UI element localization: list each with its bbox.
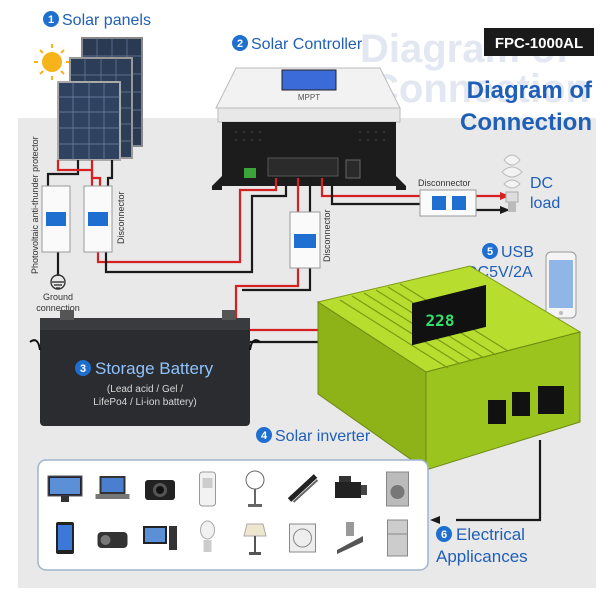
storage-battery xyxy=(29,310,261,426)
disconnector-mid xyxy=(289,211,321,269)
solar-controller: MPPT xyxy=(212,67,406,190)
solar-controller-text: Solar Controller xyxy=(251,36,363,53)
fan-icon xyxy=(245,470,265,507)
solar-inverter xyxy=(316,265,582,471)
pv-protector-label: Photovoltaic anti-thunder protector xyxy=(30,136,40,274)
dc-load-label-line2: load xyxy=(530,195,560,212)
controller-brand: MPPT xyxy=(298,93,320,102)
air-cooler-icon xyxy=(199,471,216,507)
inverter-display: 228 xyxy=(426,311,455,330)
disconnector-right xyxy=(419,189,477,217)
desktop-pc-icon xyxy=(143,526,177,550)
appliances-grid xyxy=(47,470,409,557)
disconnector-mid-label: Disconnector xyxy=(322,209,332,262)
model-badge-text: FPC-1000AL xyxy=(495,35,583,52)
ground-icon xyxy=(50,274,66,290)
storage-battery-number: 3 xyxy=(80,363,86,375)
camera-icon xyxy=(145,480,175,500)
usb-label-line1: USB xyxy=(501,244,534,261)
box-fan-icon xyxy=(289,523,316,553)
electrical-appliances-line1: Electrical xyxy=(456,525,525,544)
watermark-line2: Connection xyxy=(370,67,590,111)
refrigerator-icon xyxy=(387,519,408,557)
solar-panels-number: 1 xyxy=(48,14,54,26)
model-badge: FPC-1000AL xyxy=(484,28,594,56)
cfl-bulb-icon xyxy=(501,154,523,212)
hair-straightener-icon xyxy=(287,474,319,503)
electrical-appliances-number: 6 xyxy=(441,529,447,541)
disconnector-left-label: Disconnector xyxy=(116,191,126,244)
sun-icon xyxy=(34,44,70,80)
solar-inverter-text: Solar inverter xyxy=(275,428,371,445)
smartphone-icon xyxy=(545,251,577,319)
ground-label-line2: connection xyxy=(36,303,80,313)
washing-machine-icon xyxy=(386,471,409,507)
controller-lcd xyxy=(281,69,337,91)
storage-battery-label: 3 Storage Battery xyxy=(75,359,214,378)
dc-load-label-line1: DC xyxy=(530,175,553,192)
wires xyxy=(46,160,542,522)
table-lamp-icon xyxy=(243,523,267,555)
inverter-front-panel xyxy=(412,284,486,346)
laptop-icon xyxy=(95,476,130,499)
usb-number: 5 xyxy=(487,246,493,258)
solar-panels-label: 1 Solar panels xyxy=(43,11,151,29)
projector-icon xyxy=(97,532,128,548)
ground-label-line1: Ground xyxy=(43,292,73,302)
solar-controller-label: 2 Solar Controller xyxy=(232,35,363,53)
disconnector-right-label: Disconnector xyxy=(418,178,471,188)
electrical-appliances-line2: Applicances xyxy=(436,547,528,566)
solar-panel-front xyxy=(57,81,121,161)
storage-battery-text: Storage Battery xyxy=(95,359,214,378)
solar-controller-number: 2 xyxy=(237,38,243,50)
pv-protector xyxy=(41,185,113,253)
solar-panels-text: Solar panels xyxy=(62,12,151,29)
camcorder-icon xyxy=(335,476,367,498)
solar-inverter-label: 4 Solar inverter xyxy=(256,427,371,445)
storage-battery-note-line2: LifePo4 / Li-ion battery) xyxy=(93,397,196,408)
tv-icon xyxy=(47,475,83,502)
appliances-frame xyxy=(37,459,429,571)
electrical-appliances-label: 6 Electrical Applicances xyxy=(436,525,528,566)
tablet-icon xyxy=(56,522,74,554)
title-line2: Connection xyxy=(460,109,592,136)
title-line1: Diagram of xyxy=(467,77,593,104)
solar-inverter-number: 4 xyxy=(261,430,268,442)
solar-panels xyxy=(57,37,143,161)
cfl-bulb-icon xyxy=(200,520,215,552)
storage-battery-note-line1: (Lead acid / Gel / xyxy=(107,384,183,395)
range-hood-icon xyxy=(337,522,363,554)
